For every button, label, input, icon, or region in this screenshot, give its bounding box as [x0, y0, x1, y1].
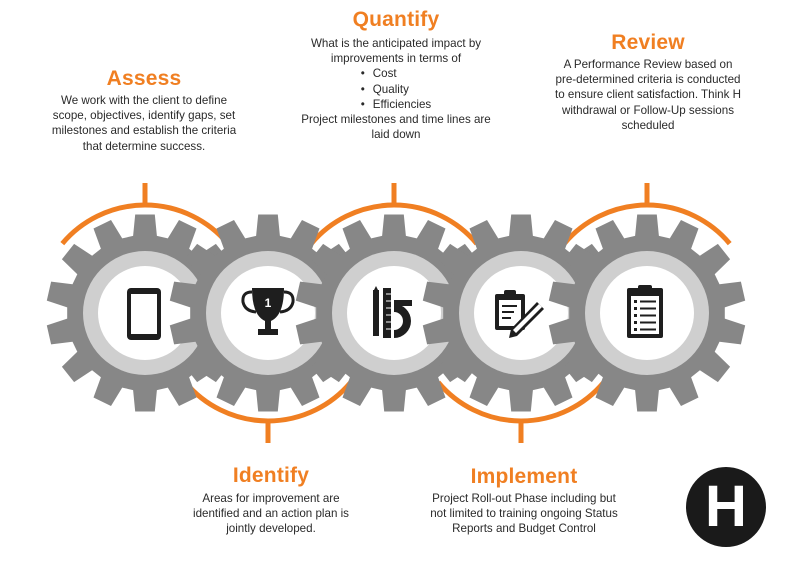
- identify-description: Areas for improvement are identified and…: [193, 492, 349, 536]
- checklist-icon: [627, 285, 663, 338]
- quantify-outro: Project milestones and time lines are la…: [301, 113, 491, 142]
- connector-brackets: [60, 183, 732, 443]
- gear-hub: [347, 266, 441, 360]
- identify-title: Identify: [232, 464, 310, 487]
- trophy-icon: 1: [241, 288, 295, 335]
- clipboard-pencil-icon: [495, 290, 544, 338]
- company-logo: H: [686, 467, 766, 547]
- bracket-arc-review: [562, 202, 732, 246]
- implement-title: Implement: [470, 465, 578, 488]
- review-description: A Performance Review based on pre-determ…: [554, 58, 742, 132]
- trophy-number: 1: [265, 296, 272, 310]
- assess-title: Assess: [106, 67, 182, 90]
- bullet-cost: Cost: [361, 66, 431, 81]
- bracket-arc-implement: [436, 380, 606, 424]
- bullet-quality: Quality: [361, 82, 431, 97]
- bracket-arc-quantify: [309, 202, 479, 246]
- quantify-description: What is the anticipated impact by improv…: [300, 36, 492, 142]
- review-title: Review: [611, 31, 685, 54]
- quantify-bullets: Cost Quality Efficiencies: [361, 66, 431, 112]
- logo-letter: H: [705, 474, 747, 539]
- stage-icons: 1: [127, 285, 663, 340]
- bullet-efficiencies: Efficiencies: [361, 97, 431, 112]
- tablet-icon: [127, 288, 161, 340]
- quantify-title: Quantify: [352, 8, 440, 31]
- quantify-intro: What is the anticipated impact by improv…: [310, 37, 482, 66]
- implement-description: Project Roll-out Phase including but not…: [430, 492, 618, 536]
- ruler-protractor-icon: [373, 286, 412, 338]
- assess-description: We work with the client to define scope,…: [51, 94, 237, 153]
- bracket-arc-assess: [60, 202, 230, 246]
- bracket-arc-identify: [183, 380, 353, 424]
